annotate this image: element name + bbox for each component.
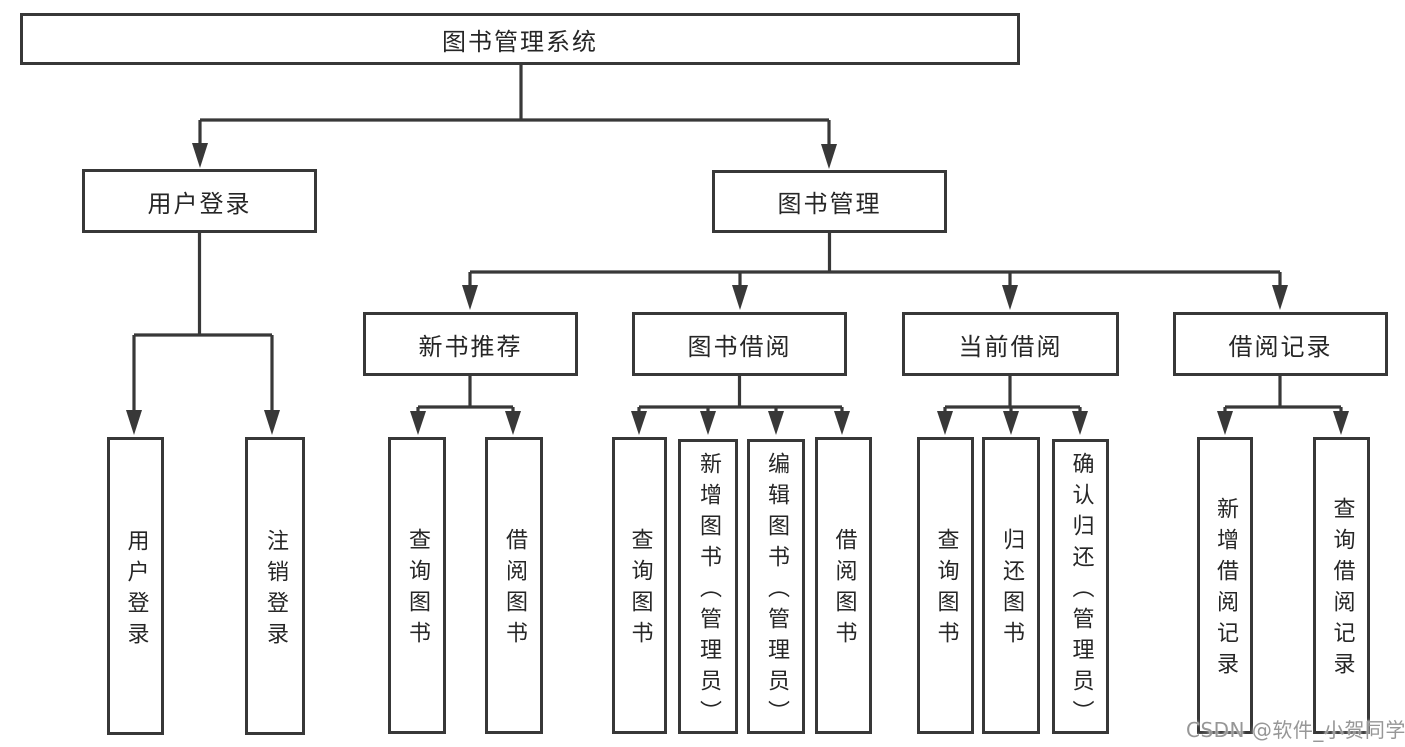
node-book-borrowing: 图书借阅 [632, 312, 847, 376]
node-user-login: 用户登录 [82, 169, 317, 233]
leaf-return-books: 归还图书 [982, 437, 1040, 734]
leaf-edit-books-admin-label: 编辑图书（管理员） [764, 451, 789, 731]
node-new-book-recommendation-label: 新书推荐 [418, 332, 523, 361]
node-current-borrowing: 当前借阅 [902, 312, 1119, 376]
node-book-management: 图书管理 [712, 170, 947, 233]
node-root-system: 图书管理系统 [20, 13, 1020, 65]
leaf-borrow-books-2: 借阅图书 [815, 437, 872, 734]
leaf-query-books-1-label: 查询图书 [405, 528, 430, 652]
node-book-management-label: 图书管理 [777, 190, 882, 218]
leaf-query-books-2-label: 查询图书 [627, 528, 653, 652]
leaf-logout-label: 注销登录 [263, 528, 288, 653]
leaf-confirm-return-admin: 确认归还（管理员） [1052, 439, 1109, 734]
node-book-borrowing-label: 图书借阅 [687, 332, 792, 361]
leaf-user-login: 用户登录 [107, 437, 164, 735]
leaf-user-login-label: 用户登录 [123, 528, 149, 653]
node-new-book-recommendation: 新书推荐 [363, 312, 578, 376]
leaf-add-books-admin: 新增图书（管理员） [678, 439, 738, 734]
leaf-borrow-books-1: 借阅图书 [485, 437, 543, 734]
node-root-system-label: 图书管理系统 [442, 27, 598, 56]
node-user-login-label: 用户登录 [147, 189, 252, 218]
leaf-edit-books-admin: 编辑图书（管理员） [747, 439, 805, 734]
leaf-confirm-return-admin-label: 确认归还（管理员） [1068, 451, 1094, 731]
leaf-query-books-2: 查询图书 [612, 437, 667, 734]
leaf-query-books-3-label: 查询图书 [933, 528, 959, 652]
node-borrowing-records-label: 借阅记录 [1228, 332, 1333, 361]
leaf-add-borrow-record-label: 新增借阅记录 [1213, 497, 1238, 683]
leaf-add-books-admin-label: 新增图书（管理员） [696, 451, 721, 731]
leaf-add-borrow-record: 新增借阅记录 [1197, 437, 1253, 734]
leaf-return-books-label: 归还图书 [999, 528, 1024, 652]
leaf-borrow-books-1-label: 借阅图书 [502, 528, 527, 652]
leaf-borrow-books-2-label: 借阅图书 [831, 528, 857, 652]
leaf-query-books-1: 查询图书 [388, 437, 446, 734]
node-borrowing-records: 借阅记录 [1173, 312, 1388, 376]
leaf-logout: 注销登录 [245, 437, 305, 735]
leaf-query-borrow-record-label: 查询借阅记录 [1329, 497, 1355, 683]
node-current-borrowing-label: 当前借阅 [958, 332, 1063, 361]
watermark: CSDN @软件_小贺同学 [1186, 718, 1405, 742]
leaf-query-books-3: 查询图书 [917, 437, 974, 734]
leaf-query-borrow-record: 查询借阅记录 [1313, 437, 1370, 734]
